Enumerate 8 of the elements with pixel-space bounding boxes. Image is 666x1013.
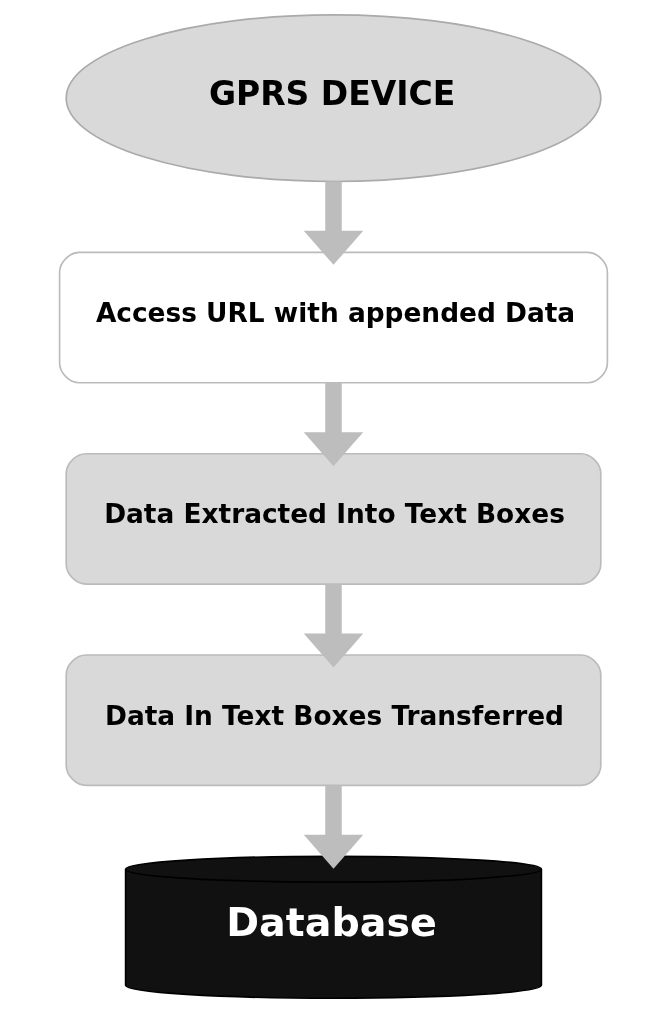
- arrow: [303, 584, 363, 668]
- node-box: Access URL with appended Data: [58, 251, 608, 384]
- node-ellipse: GPRS DEVICE: [64, 13, 602, 183]
- arrow: [303, 785, 363, 869]
- node-box: Data In Text Boxes Transferred: [64, 654, 602, 787]
- node-box: Data Extracted Into Text Boxes: [64, 452, 602, 585]
- arrow: [303, 382, 363, 467]
- arrow: [303, 181, 363, 265]
